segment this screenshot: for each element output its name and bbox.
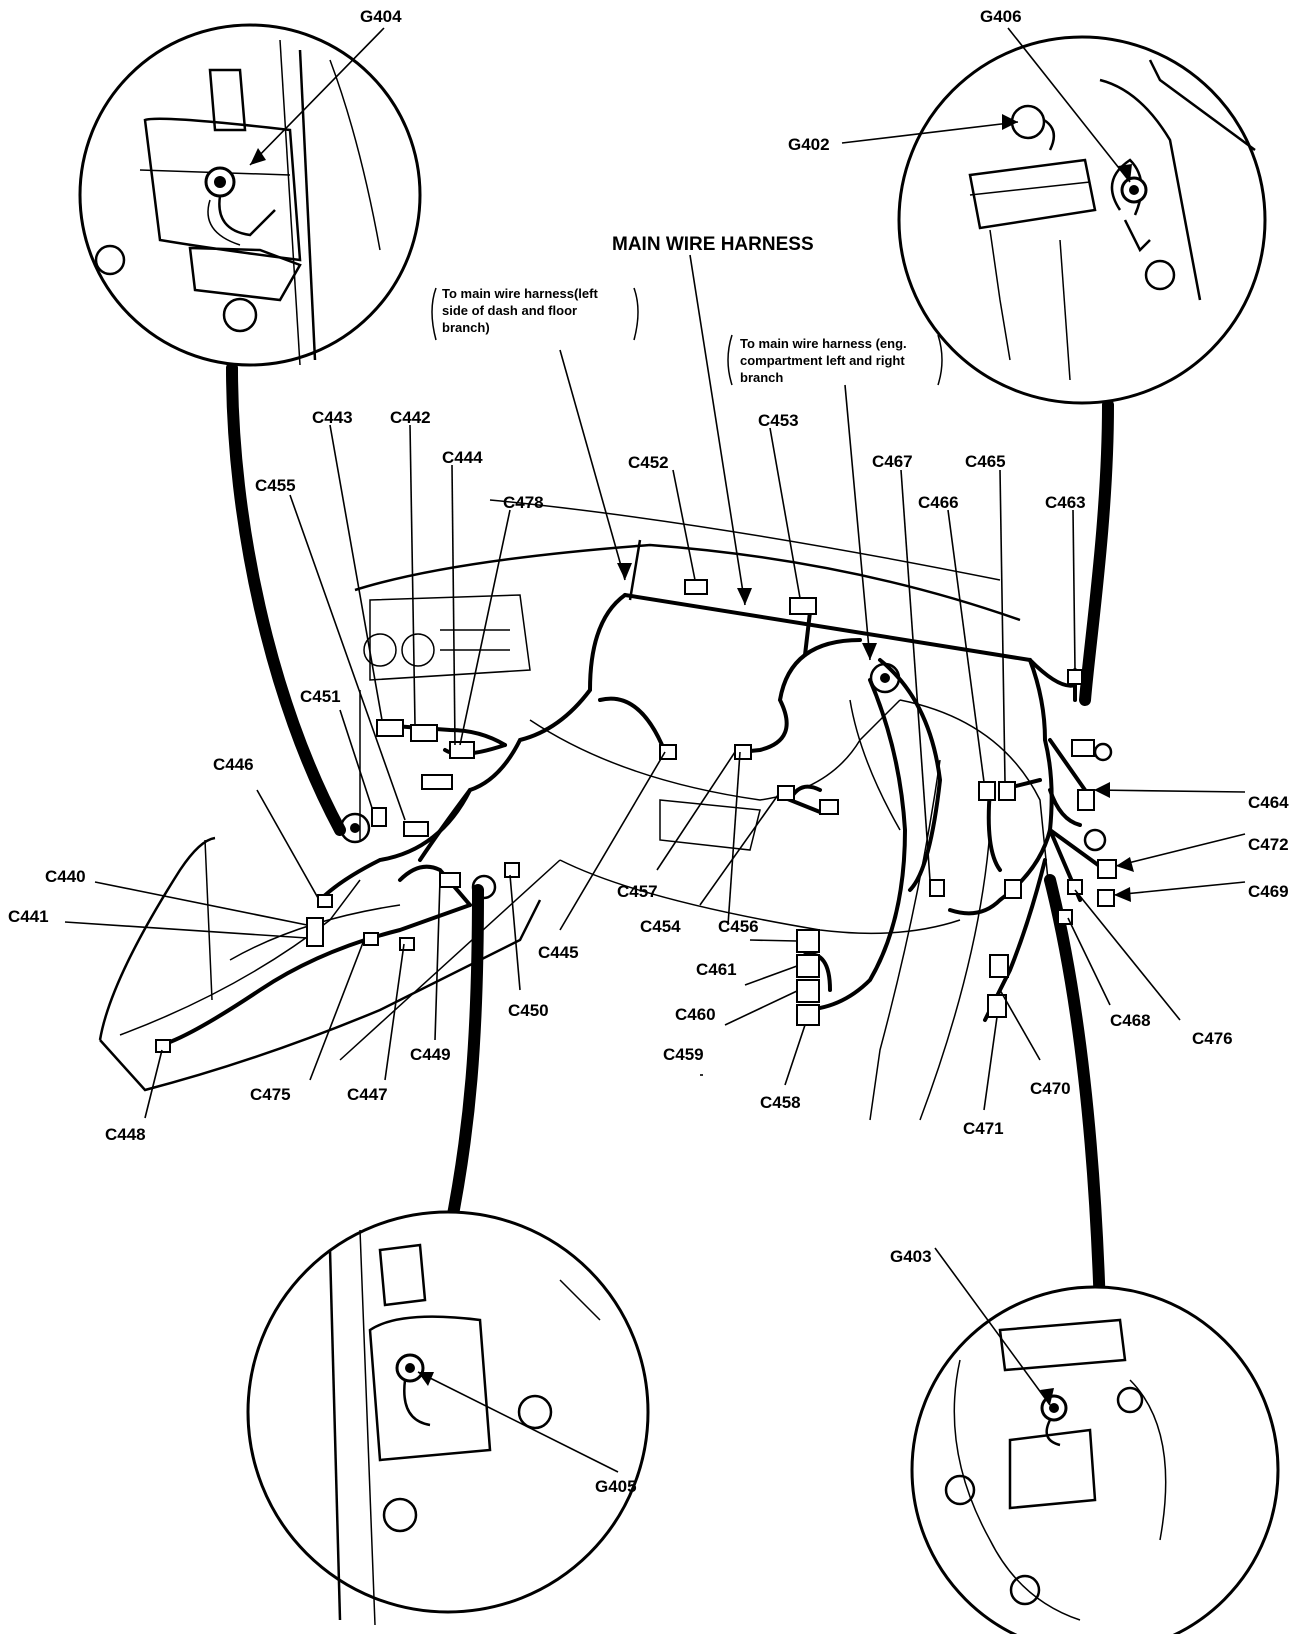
detail-circle-g403 [910, 1285, 1280, 1634]
label-c463: C463 [1045, 493, 1086, 512]
band-g406 [1079, 399, 1114, 706]
label-c457: C457 [617, 882, 658, 901]
label-c469: C469 [1248, 882, 1289, 901]
label-c464: C464 [1248, 793, 1289, 812]
label-g403: G403 [890, 1247, 932, 1266]
label-c458: C458 [760, 1093, 801, 1112]
note-left-line3: branch) [442, 320, 490, 335]
label-c444: C444 [442, 448, 483, 467]
label-c468: C468 [1110, 1011, 1151, 1030]
note-brace-left [431, 287, 639, 341]
detail-circle-g405 [246, 1210, 650, 1626]
leader-lines [64, 27, 1246, 1473]
label-c448: C448 [105, 1125, 146, 1144]
label-c450: C450 [508, 1001, 549, 1020]
note-right-line2: compartment left and right [740, 353, 905, 368]
label-g404: G404 [360, 7, 402, 26]
label-c461: C461 [696, 960, 737, 979]
label-c471: C471 [963, 1119, 1004, 1138]
label-c467: C467 [872, 452, 913, 471]
dashboard-outline [98, 499, 1051, 1121]
label-c452: C452 [628, 453, 669, 472]
note-brace-right [727, 334, 943, 386]
arrowheads [250, 114, 1134, 1405]
label-c441: C441 [8, 907, 49, 926]
harness-wires [168, 593, 1107, 1044]
harness-title: MAIN WIRE HARNESS [612, 234, 814, 255]
label-c443: C443 [312, 408, 353, 427]
band-g403 [1044, 874, 1106, 1316]
label-c460: C460 [675, 1005, 716, 1024]
label-c466: C466 [918, 493, 959, 512]
label-c472: C472 [1248, 835, 1289, 854]
label-c451: C451 [300, 687, 341, 706]
detail-circle-g406 [897, 35, 1267, 405]
label-c453: C453 [758, 411, 799, 430]
label-c465: C465 [965, 452, 1006, 471]
label-c456: C456 [718, 917, 759, 936]
label-c440: C440 [45, 867, 86, 886]
label-c476: C476 [1192, 1029, 1233, 1048]
band-g404 [226, 362, 346, 836]
connector-boxes [155, 579, 1117, 1053]
note-right-line3: branch [740, 370, 783, 385]
label-c455: C455 [255, 476, 296, 495]
label-g406: G406 [980, 7, 1022, 26]
label-c459: C459 [663, 1045, 704, 1064]
band-g405 [444, 884, 484, 1236]
label-c442: C442 [390, 408, 431, 427]
note-left-line1: To main wire harness(left [442, 286, 598, 301]
detail-circle-g404 [78, 23, 422, 367]
label-c449: C449 [410, 1045, 451, 1064]
label-c446: C446 [213, 755, 254, 774]
note-left-line2: side of dash and floor [442, 303, 577, 318]
label-c475: C475 [250, 1085, 291, 1104]
note-right-line1: To main wire harness (eng. [740, 336, 907, 351]
label-c447: C447 [347, 1085, 388, 1104]
label-c470: C470 [1030, 1079, 1071, 1098]
label-c454: C454 [640, 917, 681, 936]
label-c478: C478 [503, 493, 544, 512]
label-g405: G405 [595, 1477, 637, 1496]
label-c445: C445 [538, 943, 579, 962]
label-g402: G402 [788, 135, 830, 154]
